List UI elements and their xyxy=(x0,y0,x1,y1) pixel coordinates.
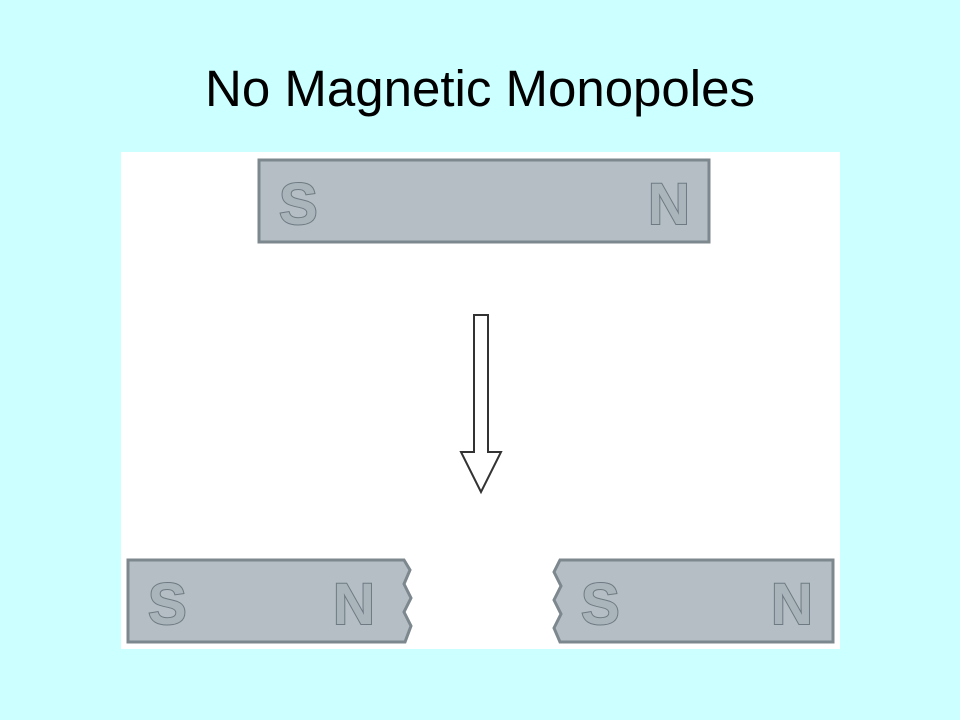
whole-magnet-body xyxy=(257,158,711,244)
right-piece-body xyxy=(552,558,835,644)
left-piece-north-label: N xyxy=(333,572,375,637)
right-piece-south-label: S xyxy=(581,572,620,637)
magnet-diagram: S N S N S N xyxy=(121,152,840,649)
slide-title: No Magnetic Monopoles xyxy=(205,60,755,117)
whole-magnet: S N xyxy=(257,158,711,244)
whole-magnet-south-label: S xyxy=(279,172,318,237)
left-magnet-piece: S N xyxy=(126,558,413,644)
right-piece-north-label: N xyxy=(771,572,813,637)
right-magnet-piece: S N xyxy=(552,558,835,644)
whole-magnet-north-label: N xyxy=(648,172,690,237)
down-arrow-icon xyxy=(459,314,503,495)
left-piece-south-label: S xyxy=(148,572,187,637)
left-piece-body xyxy=(126,558,413,644)
